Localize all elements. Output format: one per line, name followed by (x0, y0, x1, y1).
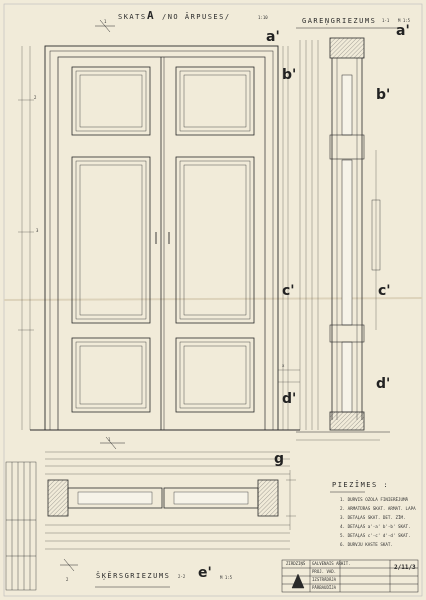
panel-right-top (175, 66, 255, 136)
marker-c-left: c' (282, 283, 295, 299)
marker-a-left: a' (266, 29, 280, 45)
fold-line (3, 297, 423, 301)
marker-e: e' (198, 565, 212, 581)
panel-left-bottom (71, 337, 151, 413)
horizontal-section-scale: M 1:5 (220, 575, 233, 580)
section-bottom-block (329, 411, 365, 431)
leaf-left-section (67, 487, 163, 509)
marker-b-right: b' (376, 87, 391, 103)
note-item: 3. DETAĻAS SKAT. DET. ZĪM. (340, 515, 406, 520)
marker-c-right: c' (378, 283, 391, 299)
panel-left-mid (71, 156, 151, 324)
frame-inner (57, 56, 266, 431)
ref-three-left: 3 (36, 228, 39, 233)
horizontal-section-title: ŠĶĒRSGRIEZUMS (96, 572, 171, 580)
note-item: 2. ARMATŪRAS SKAT. ARMAT. LAPA (340, 506, 416, 511)
marker-b-left: b' (282, 67, 297, 83)
vertical-section-title: GAREŅGRIEZUMS (302, 17, 377, 25)
note-item: 4. DETAĻAS a'-a' b'-b' SKAT. (340, 524, 411, 529)
section-ref-top: 1 (104, 19, 107, 24)
vertical-section-id: 1-1 (382, 18, 390, 23)
notes-title: PIEZĪMES : (332, 481, 390, 489)
jamb-right (257, 479, 279, 517)
section-ref-bottom: 1 (108, 437, 111, 442)
ref-x: x (282, 363, 285, 368)
margin-stamp (5, 461, 37, 591)
jamb-left (47, 479, 69, 517)
title-suffix: /NO ĀRPUSES/ (162, 13, 231, 21)
horizontal-section (45, 451, 296, 588)
vertical-section (296, 27, 400, 441)
panel-left-top (71, 66, 151, 136)
marker-d-left: d' (282, 391, 297, 407)
note-item: 6. DURVJU KASTE SKAT. (340, 542, 393, 547)
ref-two-left: 2 (34, 95, 37, 100)
stamp-org: ZIRDZIŅŠ (286, 561, 306, 566)
leaf-right-section (163, 487, 259, 509)
marker-d-right: d' (376, 376, 391, 392)
panel-right-bottom (175, 337, 255, 413)
note-item: 5. DETAĻAS c'-c' d'-d' SKAT. (340, 533, 411, 538)
stamp-line: IZSTRĀDĀJA (312, 577, 337, 582)
title-skats: SKATS (118, 13, 147, 21)
stamp-sheet-number: 2/11/3 (394, 564, 416, 571)
panel-right-mid (175, 156, 255, 324)
ref-two-bottom-left: 2 (66, 577, 69, 582)
horizontal-section-id: 2-2 (178, 574, 186, 579)
marker-a-right: a' (396, 23, 410, 39)
stamp-line: PĀRBAUDĪJA (312, 585, 337, 590)
stamp-line: PROJ. VAD. (312, 569, 337, 574)
door-elevation (18, 19, 300, 450)
title-scale: 1:10 (258, 15, 268, 20)
title-letter: A (147, 9, 154, 22)
frame-mid (49, 50, 274, 431)
vertical-section-scale: M 1:5 (398, 18, 411, 23)
title-block (281, 559, 419, 593)
note-item: 1. DURVIS OZOLA FINIERĒJUMĀ (340, 497, 409, 502)
stamp-logo (291, 573, 305, 589)
marker-g: g (274, 451, 285, 467)
section-top-block (329, 37, 365, 59)
stamp-line: GALVENAIS ARHIT. (312, 561, 351, 566)
